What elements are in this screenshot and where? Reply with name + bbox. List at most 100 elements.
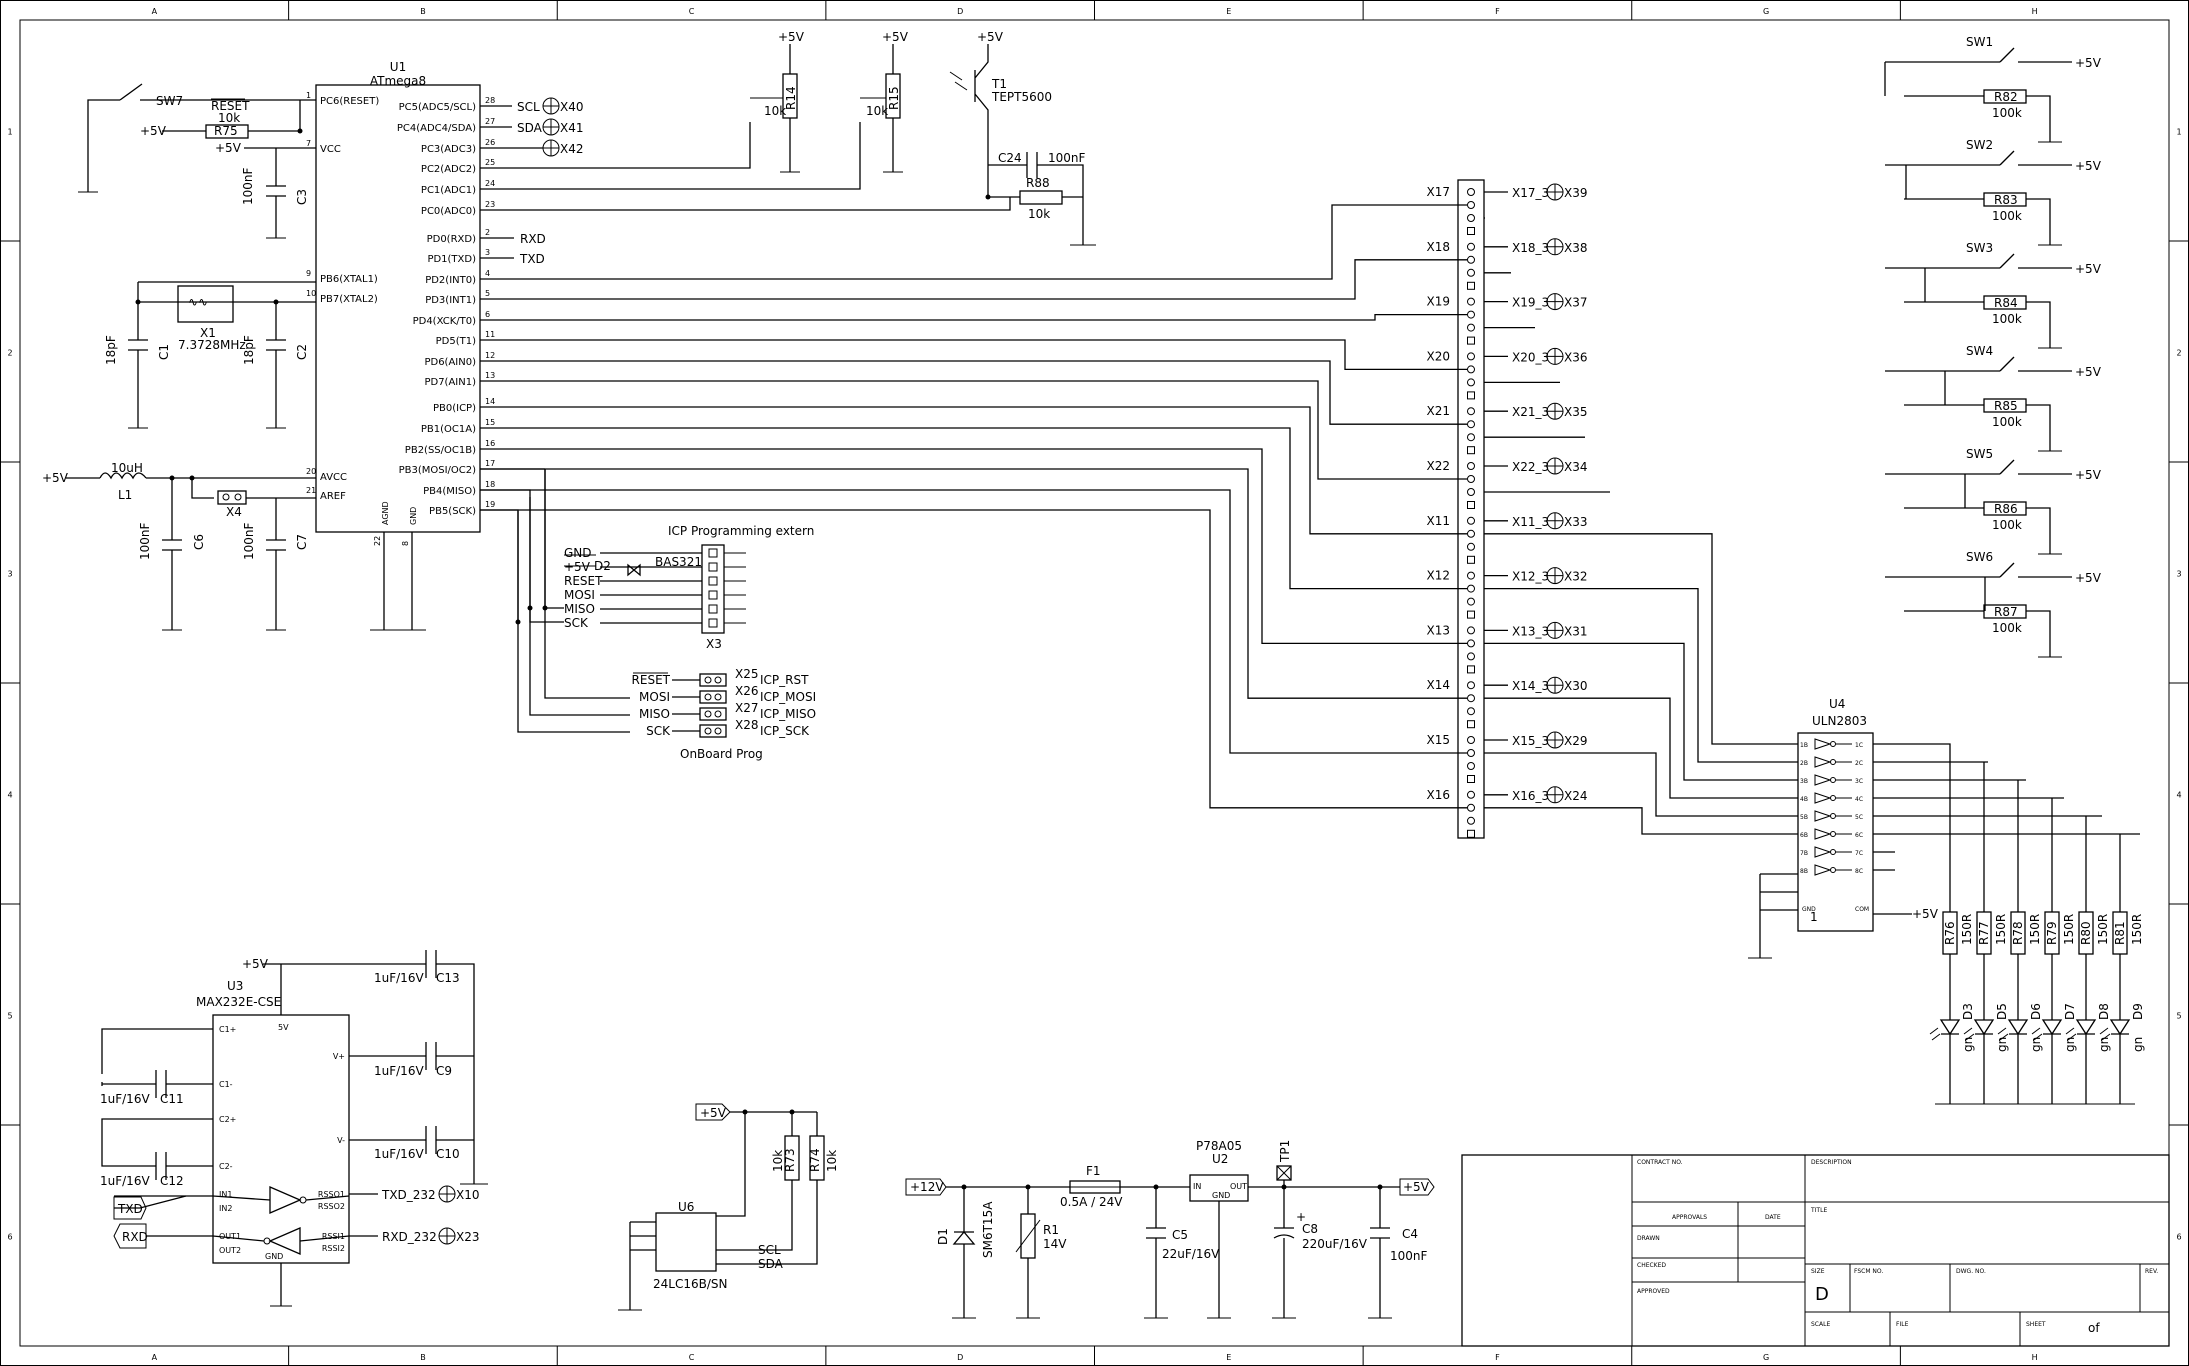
u1-value: ATmega8 bbox=[370, 74, 426, 88]
tb-dwg: DWG. NO. bbox=[1956, 1268, 1986, 1275]
miso-trace bbox=[480, 489, 630, 716]
c13-value: 1uF/16V bbox=[374, 971, 424, 985]
u4-output-trace bbox=[1895, 779, 2026, 912]
c8-value: 220uF/16V bbox=[1302, 1237, 1368, 1251]
conn-ref: X18 bbox=[1427, 240, 1451, 254]
u4-com-power: +5V bbox=[1912, 907, 1939, 921]
zone-row-left: 5 bbox=[7, 1012, 12, 1021]
u3-left-pin: C2- bbox=[219, 1162, 233, 1171]
led-r-value: 150R bbox=[2096, 914, 2110, 945]
conn-tp: X30 bbox=[1564, 679, 1588, 693]
x4-ref: X4 bbox=[226, 505, 242, 519]
conn-tp: X29 bbox=[1564, 734, 1588, 748]
crystal-circuit: ∿∿ X1 7.3728MHz 18pF C1 18pF C2 bbox=[104, 281, 316, 429]
u1-pin-num: 11 bbox=[485, 330, 495, 339]
switch-r-value: 100k bbox=[1992, 518, 2022, 532]
u1-pin-name: PD4(XCK/T0) bbox=[413, 316, 476, 327]
sw7-ref: SW7 bbox=[156, 94, 183, 108]
u1-pin-num: 26 bbox=[485, 138, 495, 147]
led-color: gn bbox=[2029, 1037, 2043, 1052]
port-trace bbox=[480, 489, 1467, 754]
u6-eeprom: +5V R73 10k R74 10k U6 24LC16B/SN SCL SD… bbox=[618, 1103, 839, 1311]
led-r-ref: R81 bbox=[2113, 921, 2127, 945]
tb-approved: APPROVED bbox=[1637, 1288, 1670, 1295]
zone-col-top: F bbox=[1495, 7, 1500, 16]
u1-pin-name: PC6(RESET) bbox=[320, 96, 379, 107]
conn-tp: X24 bbox=[1564, 789, 1588, 803]
onboard-conn: X28 bbox=[735, 718, 759, 732]
u1-pin-name: PC1(ADC1) bbox=[421, 185, 476, 196]
c11-value: 1uF/16V bbox=[100, 1092, 150, 1106]
c3-value: 100nF bbox=[241, 167, 255, 205]
r88-ref: R88 bbox=[1026, 176, 1050, 190]
r14-value: 10k bbox=[764, 104, 786, 118]
u1-pin-num: 3 bbox=[485, 248, 490, 257]
svg-text:+: + bbox=[1296, 1210, 1306, 1224]
u2-in: IN bbox=[1193, 1182, 1201, 1191]
c24-value: 100nF bbox=[1048, 151, 1086, 165]
t1-power: +5V bbox=[977, 30, 1004, 44]
conn-ref: X15 bbox=[1427, 733, 1451, 747]
zone-col-bottom: C bbox=[689, 1353, 695, 1362]
r15-ref: R15 bbox=[887, 86, 901, 110]
led-color: gn bbox=[1995, 1037, 2009, 1052]
rxd-net: RXD bbox=[520, 232, 546, 246]
u1-pin-num: 13 bbox=[485, 371, 495, 380]
switch-trace bbox=[1484, 491, 1986, 611]
led-ref: D9 bbox=[2131, 1003, 2145, 1020]
conn-ref: X16 bbox=[1427, 788, 1451, 802]
u4-in-pin: 4B bbox=[1800, 796, 1808, 803]
u3-txd: TXD bbox=[117, 1202, 143, 1216]
u1-pin-name: VCC bbox=[320, 144, 341, 155]
tb-file: FILE bbox=[1896, 1321, 1909, 1328]
icp-signal: RESET bbox=[564, 574, 603, 588]
u1-pin-num: 6 bbox=[485, 310, 490, 319]
d1-ref: D1 bbox=[936, 1228, 950, 1245]
u4-in-pin: 2B bbox=[1800, 760, 1808, 767]
conn-net: X13_3 bbox=[1512, 624, 1549, 638]
u4-ref: U4 bbox=[1829, 697, 1845, 711]
reset-label: RESET bbox=[211, 99, 250, 113]
u3-gnd: GND bbox=[265, 1252, 283, 1261]
tb-scale: SCALE bbox=[1811, 1321, 1830, 1328]
u4-output-trace bbox=[1895, 833, 2140, 912]
u1-pin-num: 15 bbox=[485, 418, 495, 427]
conn-net: X22_3 bbox=[1512, 460, 1549, 474]
u4-in-pin: 1B bbox=[1800, 742, 1808, 749]
r73-ref: R73 bbox=[783, 1148, 797, 1172]
switch-r-value: 100k bbox=[1992, 209, 2022, 223]
u3-right-pin: RSSO1 bbox=[318, 1190, 345, 1199]
u1-pin-num: 12 bbox=[485, 351, 495, 360]
u3-power: +5V bbox=[242, 957, 269, 971]
conn-tp: X34 bbox=[1564, 460, 1588, 474]
led-r-value: 150R bbox=[2130, 914, 2144, 945]
led-color: gn bbox=[2063, 1037, 2077, 1052]
t1-value: TEPT5600 bbox=[991, 90, 1052, 104]
led-color: gn bbox=[2097, 1037, 2111, 1052]
port-trace bbox=[480, 406, 1467, 535]
u1-ref: U1 bbox=[390, 60, 406, 74]
switch-ref: SW6 bbox=[1966, 550, 1993, 564]
led-color: gn bbox=[2131, 1037, 2145, 1052]
led-r-ref: R76 bbox=[1943, 921, 1957, 945]
u1-ground bbox=[370, 532, 426, 631]
c10-value: 1uF/16V bbox=[374, 1147, 424, 1161]
switch-trace bbox=[1484, 165, 1907, 274]
icp-signal: MOSI bbox=[564, 588, 595, 602]
u4-in-pin: 7B bbox=[1800, 850, 1808, 857]
zone-col-bottom: G bbox=[1763, 1353, 1769, 1362]
x3-ref: X3 bbox=[706, 637, 722, 651]
zone-col-bottom: E bbox=[1226, 1353, 1231, 1362]
c11-ref: C11 bbox=[160, 1092, 184, 1106]
u4-in-pin: 6B bbox=[1800, 832, 1808, 839]
u1-pin-num: 16 bbox=[485, 439, 495, 448]
zone-row-right: 5 bbox=[2176, 1012, 2181, 1021]
u3-5v: 5V bbox=[278, 1023, 289, 1032]
u2-gnd: GND bbox=[1212, 1191, 1230, 1200]
switch-power: +5V bbox=[2075, 262, 2102, 276]
conn-ref: X22 bbox=[1427, 459, 1451, 473]
c6-ref: C6 bbox=[192, 534, 206, 550]
port-trace bbox=[480, 313, 1467, 321]
u3-left-pin: OUT2 bbox=[219, 1246, 241, 1255]
